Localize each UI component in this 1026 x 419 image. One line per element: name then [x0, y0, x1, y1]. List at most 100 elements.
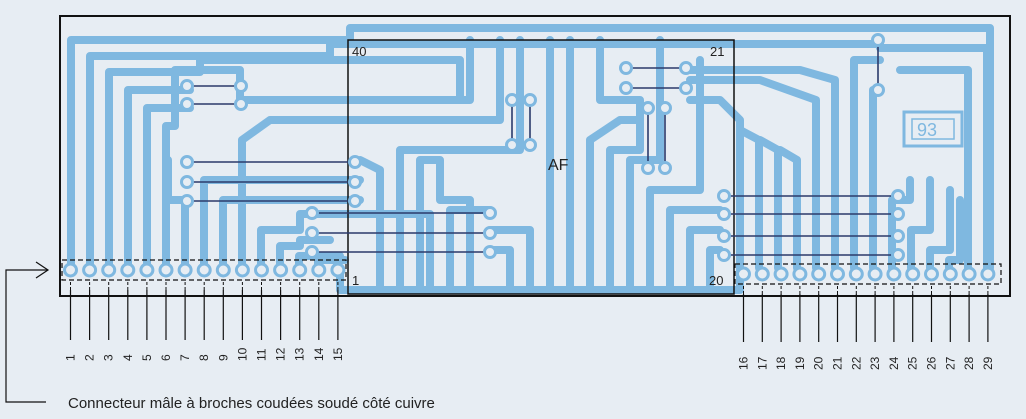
connector-pad-25 [905, 266, 921, 282]
pin-label-21: 21 [831, 356, 845, 370]
via-pad [348, 194, 362, 208]
pin-label-29: 29 [981, 356, 995, 370]
connector-pad-3 [101, 262, 117, 278]
connector-pad-13 [292, 262, 308, 278]
pin-label-20: 20 [812, 356, 826, 370]
connector-pad-22 [848, 266, 864, 282]
connector-pad-21 [830, 266, 845, 282]
jumper-wires [187, 40, 898, 256]
connector-pad-8 [196, 262, 212, 278]
pin-label-1: 1 [64, 354, 78, 361]
connector-pad-27 [942, 266, 958, 282]
via-pad [348, 175, 362, 189]
via-pad [180, 79, 194, 93]
via-pad [523, 138, 537, 152]
pin-label-28: 28 [962, 356, 976, 370]
via-pad [523, 93, 537, 107]
via-pad [180, 175, 194, 189]
connector-pad-23 [867, 266, 883, 282]
pin-label-22: 22 [849, 356, 863, 370]
pin-label-23: 23 [868, 356, 882, 370]
pin-label-5: 5 [140, 354, 154, 361]
pin-label-25: 25 [906, 356, 920, 370]
caption-text: Connecteur mâle à broches coudées soudé … [68, 395, 435, 412]
via-pad [891, 229, 905, 243]
connector-pad-28 [961, 266, 977, 282]
board-outline [59, 15, 1011, 297]
via-pad [891, 248, 905, 262]
connector-pad-17 [754, 266, 770, 282]
pin-label-17: 17 [755, 356, 769, 370]
pin-label-12: 12 [274, 347, 288, 361]
pin-label-13: 13 [293, 347, 307, 361]
via-pad [180, 194, 194, 208]
pin-label-6: 6 [159, 354, 173, 361]
pin-label-10: 10 [235, 347, 249, 361]
connector-pad-10 [234, 262, 250, 278]
connector-pad-15 [330, 262, 346, 278]
via-pad [234, 97, 248, 111]
via-pad [641, 101, 655, 115]
connector-pad-2 [82, 262, 98, 278]
via-pad [305, 206, 319, 220]
connector-pad-9 [215, 262, 231, 278]
connector-right-outline [734, 263, 1002, 285]
connector-pad-4 [120, 262, 136, 278]
via-pad [483, 245, 497, 259]
pin-label-19: 19 [793, 356, 807, 370]
via-pad [505, 93, 519, 107]
via-pad [871, 83, 885, 97]
via-pad [717, 207, 731, 221]
board-stamp: 93 [902, 110, 964, 148]
via-pad [871, 33, 885, 47]
connector-pad-7 [177, 262, 193, 278]
via-pad [658, 161, 672, 175]
via-pad [483, 226, 497, 240]
corner-label-40: 40 [352, 44, 366, 59]
corner-label-20: 20 [709, 273, 723, 288]
pin-label-11: 11 [255, 348, 269, 361]
via-pad [891, 207, 905, 221]
connector-pad-11 [254, 262, 269, 278]
connector-pad-20 [811, 266, 827, 282]
via-pad [180, 97, 194, 111]
pin-label-27: 27 [943, 356, 957, 370]
pin-label-15: 15 [331, 347, 345, 361]
connector-pad-29 [980, 266, 996, 282]
via-pad [505, 138, 519, 152]
connector-pad-24 [886, 266, 902, 282]
via-pad [891, 189, 905, 203]
via-pad [619, 61, 633, 75]
via-pad [483, 206, 497, 220]
pin-label-3: 3 [102, 354, 116, 361]
via-pad [658, 101, 672, 115]
caption-leader [5, 261, 50, 403]
connector-pad-6 [158, 262, 174, 278]
via-pad [305, 226, 319, 240]
connector-pad-18 [773, 266, 789, 282]
chip-outline [347, 39, 735, 295]
connector-pad-14 [311, 262, 327, 278]
via-pad [305, 245, 319, 259]
connector-pad-5 [139, 262, 155, 278]
via-pad [717, 189, 731, 203]
pin-label-26: 26 [925, 356, 939, 370]
pin-label-14: 14 [312, 347, 326, 361]
via-pad [234, 79, 248, 93]
via-pad [717, 248, 731, 262]
pin-label-4: 4 [121, 354, 135, 361]
via-pad [717, 229, 731, 243]
via-pad [641, 161, 655, 175]
via-pad [619, 81, 633, 95]
connector-pad-1 [63, 262, 78, 278]
via-pad [679, 81, 693, 95]
via-pad [679, 61, 693, 75]
pin-label-2: 2 [83, 354, 97, 361]
copper-traces [67, 24, 994, 294]
pin-label-16: 16 [737, 356, 751, 370]
corner-label-21: 21 [710, 44, 724, 59]
connector-pad-16 [736, 266, 751, 282]
